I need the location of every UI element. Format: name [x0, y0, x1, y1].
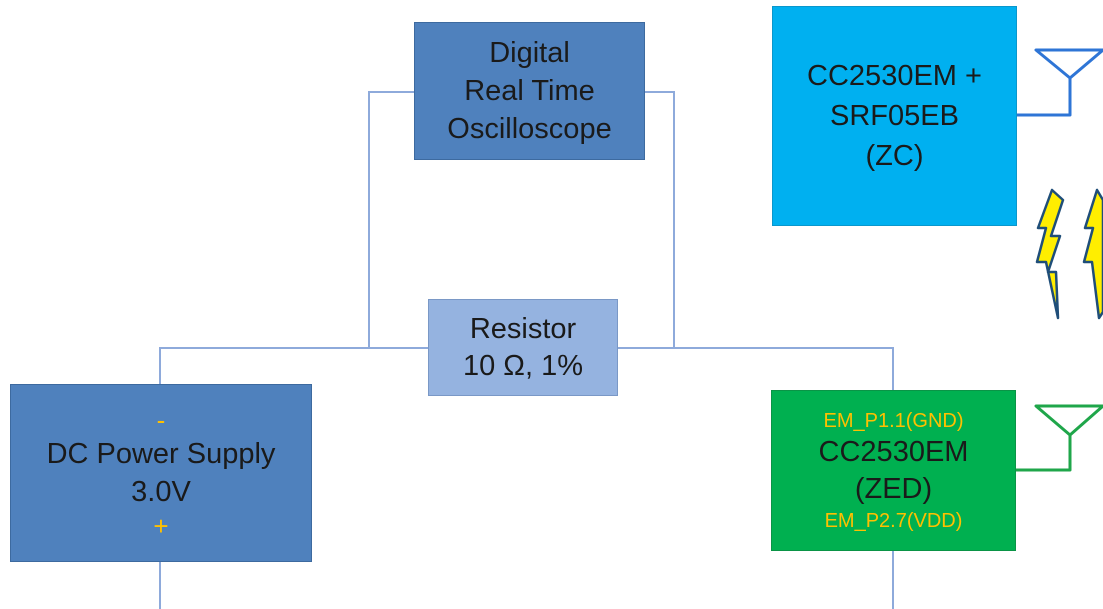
coordinator-label-line: CC2530EM +	[807, 60, 982, 92]
lightning-bolt-icon	[1082, 188, 1103, 320]
positive-terminal-label: +	[153, 511, 169, 541]
oscilloscope-label-line: Digital	[489, 37, 570, 69]
resistor-block: Resistor 10 Ω, 1%	[428, 299, 618, 396]
oscilloscope-label-line: Oscilloscope	[447, 113, 612, 145]
antenna-icon	[1016, 404, 1103, 472]
probe-wire-right	[645, 91, 675, 348]
resistor-label: Resistor	[469, 312, 577, 345]
coordinator-label-line: SRF05EB	[830, 100, 959, 132]
coordinator-block: CC2530EM + SRF05EB (ZC)	[772, 6, 1017, 226]
resistor-to-zed-wire	[618, 347, 894, 390]
oscilloscope-label-line: Real Time	[464, 75, 595, 107]
oscilloscope-block: Digital Real Time Oscilloscope	[414, 22, 645, 160]
gnd-pin-label: EM_P1.1(GND)	[823, 409, 964, 432]
end-device-label-line: CC2530EM	[818, 435, 969, 468]
power-supply-block: - DC Power Supply 3.0V +	[10, 384, 312, 562]
coordinator-label-line: (ZC)	[865, 140, 924, 172]
end-device-block: EM_P1.1(GND) CC2530EM (ZED) EM_P2.7(VDD)	[771, 390, 1016, 551]
antenna-icon	[1017, 48, 1103, 117]
negative-terminal-label: -	[156, 405, 166, 435]
resistor-value: 10 Ω, 1%	[462, 349, 584, 382]
power-supply-voltage: 3.0V	[131, 476, 191, 508]
end-device-label-line: (ZED)	[854, 472, 933, 505]
probe-wire-left	[368, 91, 414, 348]
power-supply-label: DC Power Supply	[46, 438, 276, 470]
vdd-pin-label: EM_P2.7(VDD)	[824, 509, 963, 532]
lightning-bolt-icon	[1035, 188, 1065, 320]
supply-to-resistor-wire	[159, 347, 428, 384]
